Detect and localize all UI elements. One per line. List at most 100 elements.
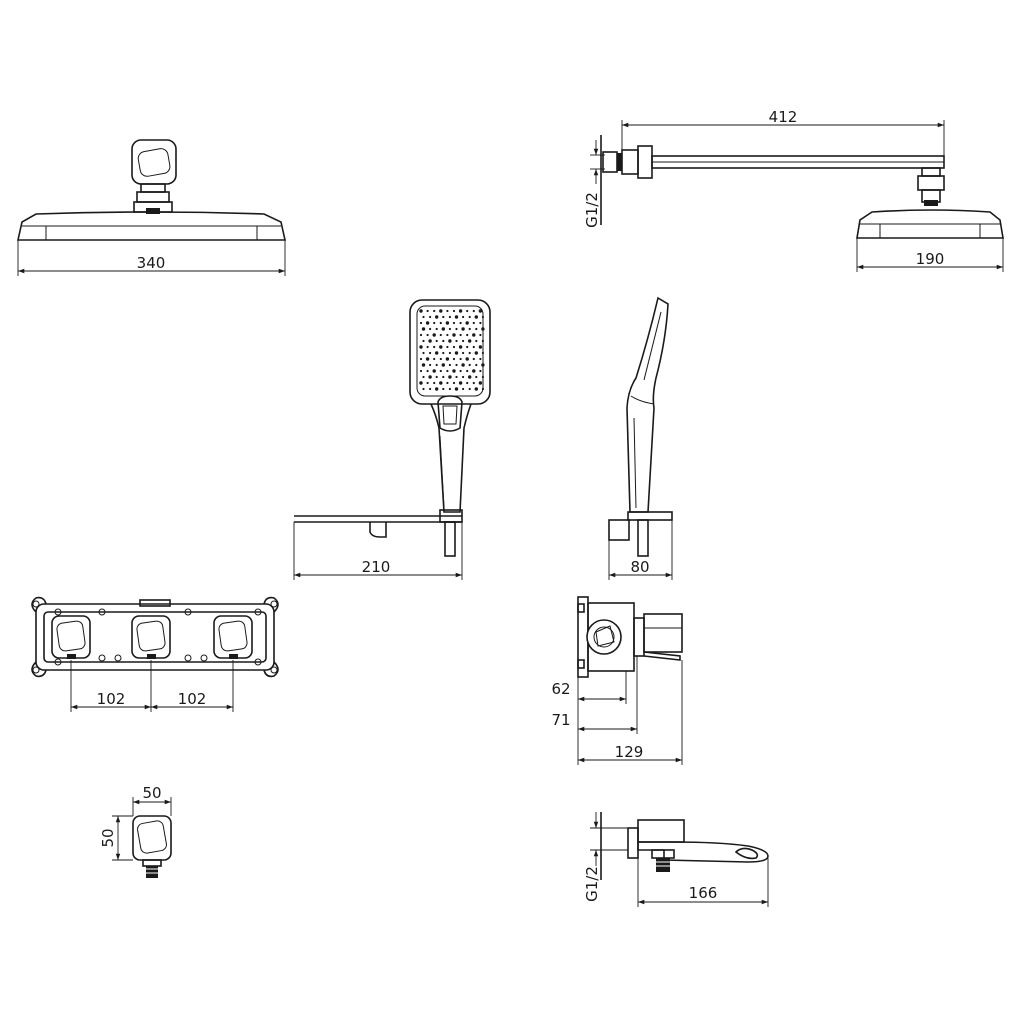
nozzle-dot (466, 381, 469, 385)
nozzle-dot (446, 333, 449, 337)
nozzle-dot (458, 381, 463, 385)
nozzle-dot (465, 357, 469, 361)
nozzle-dot (426, 369, 429, 373)
nozzle-dot (441, 327, 445, 331)
nozzle-dot (452, 381, 456, 385)
valve-handle-left (51, 615, 91, 659)
nozzle-dot (435, 351, 439, 355)
nozzle-dot (421, 363, 426, 367)
nozzle-dot (452, 333, 456, 337)
nozzle-dot (422, 375, 425, 379)
nozzle-dot (459, 369, 462, 373)
nozzle-dot (425, 321, 430, 325)
dim-valve-spacing-right: 102 (178, 690, 207, 708)
valve-handle-center (131, 615, 171, 659)
nozzle-dot (442, 315, 445, 319)
nozzle-dot (435, 375, 438, 379)
nozzle-dot (439, 333, 442, 337)
dim-handset-rail-length: 210 (362, 558, 391, 576)
nozzle-dot (446, 369, 449, 373)
nozzle-dot (426, 333, 429, 337)
nozzle-dot (433, 321, 436, 325)
nozzle-dot (422, 339, 425, 343)
nozzle-dot (439, 381, 443, 385)
dim-valve-spacing-left: 102 (97, 690, 126, 708)
nozzle-dot (478, 345, 483, 349)
nozzle-dot (419, 345, 423, 349)
nozzle-dot (462, 315, 465, 319)
hand-shower-side-view: 80 (608, 296, 673, 580)
nozzle-dot (455, 375, 458, 379)
nozzle-dot (468, 387, 471, 391)
nozzle-dot (426, 381, 429, 385)
nozzle-dot (445, 321, 450, 325)
nozzle-dot (439, 369, 442, 373)
nozzle-dot (478, 381, 483, 385)
nozzle-dot (481, 387, 484, 391)
nozzle-dot (462, 387, 465, 391)
nozzle-dot (446, 381, 449, 385)
nozzle-dot (452, 369, 456, 373)
nozzle-dot (474, 387, 478, 391)
nozzle-dot (468, 315, 471, 319)
nozzle-dot (472, 345, 475, 349)
nozzle-dot (425, 357, 430, 361)
nozzle-dot (433, 345, 436, 349)
nozzle-dot (479, 333, 482, 337)
nozzle-dot (462, 339, 465, 343)
nozzle-dot (439, 357, 442, 361)
valve-box-side-view: 62 71 129 (551, 596, 683, 765)
nozzle-dot (481, 351, 484, 355)
bath-spout-side-view: G1/2 166 (583, 812, 769, 907)
nozzle-dot (466, 309, 469, 313)
nozzle-dot (446, 345, 449, 349)
overhead-shower-front-view: 340 (17, 139, 286, 276)
dim-valve-depth-71: 71 (551, 711, 570, 729)
nozzle-dot (468, 363, 471, 367)
nozzle-dot (468, 351, 471, 355)
nozzle-dot (459, 333, 462, 337)
nozzle-dot (429, 387, 432, 391)
nozzle-dot (448, 387, 451, 391)
nozzle-dot (433, 309, 436, 313)
hand-shower-front-view: 210 (293, 299, 491, 580)
nozzle-dot (442, 375, 445, 379)
nozzle-dot (419, 369, 423, 373)
dim-spout-length: 166 (689, 884, 718, 902)
nozzle-dot (472, 309, 475, 313)
dim-valve-depth-62: 62 (551, 680, 570, 698)
nozzle-dot (474, 315, 478, 319)
nozzle-dot (428, 375, 432, 379)
nozzle-dot (466, 369, 469, 373)
nozzle-dot (435, 387, 439, 391)
nozzle-dot (481, 363, 485, 367)
nozzle-dot (454, 387, 459, 391)
nozzle-dot (435, 315, 439, 319)
nozzle-dot (452, 321, 456, 325)
nozzle-dot (439, 309, 443, 313)
shower-arm-side-view: 412 190 G1/2 (583, 108, 1004, 272)
nozzle-dot (421, 327, 426, 331)
nozzle-dot (419, 357, 423, 361)
dim-arm-length: 412 (769, 108, 798, 126)
nozzle-dot (475, 339, 478, 343)
nozzle-dot (429, 351, 432, 355)
nozzle-dot (472, 321, 475, 325)
nozzle-dot (448, 327, 451, 331)
dim-handset-depth: 80 (630, 558, 649, 576)
nozzle-dot (478, 309, 483, 313)
dim-outlet-height: 50 (99, 828, 117, 847)
nozzle-dot (442, 387, 445, 391)
dim-arm-thread: G1/2 (583, 192, 601, 228)
nozzle-dot (475, 375, 478, 379)
nozzle-dot (459, 321, 462, 325)
nozzle-dot (472, 357, 475, 361)
nozzle-dot (422, 351, 425, 355)
nozzle-dot (455, 363, 458, 367)
nozzle-dot (458, 345, 463, 349)
nozzle-dot (448, 351, 451, 355)
nozzle-dot (419, 321, 423, 325)
nozzle-dot (461, 363, 465, 367)
wall-outlet-front-view: 50 50 (99, 784, 172, 878)
